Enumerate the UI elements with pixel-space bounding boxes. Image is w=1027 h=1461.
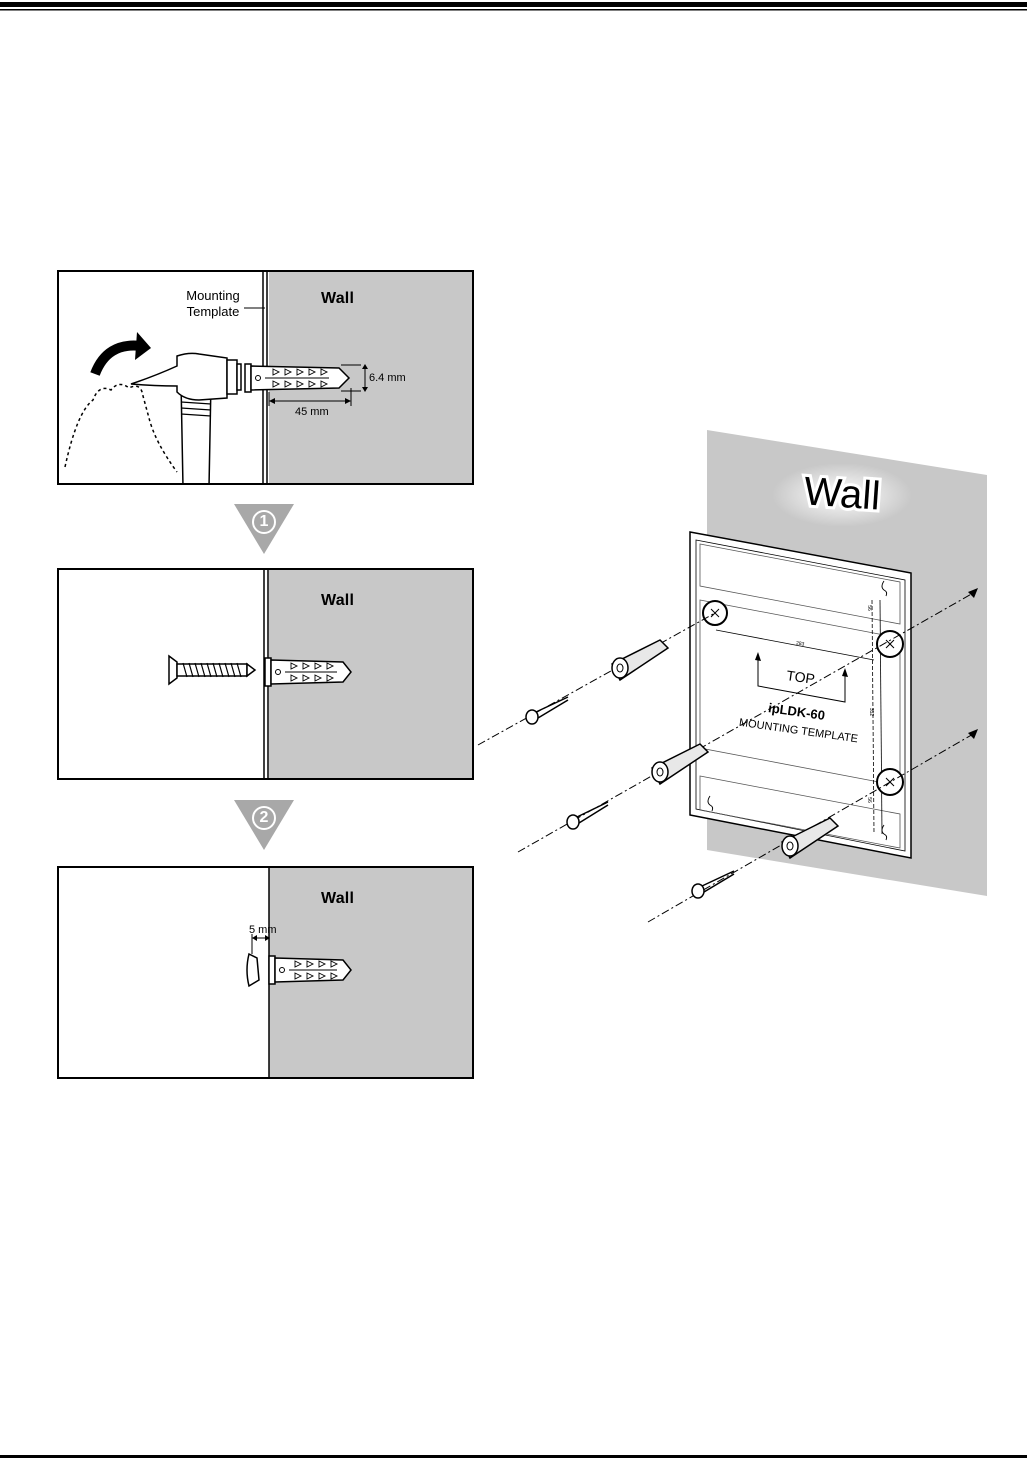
header-rule — [0, 0, 1027, 14]
dim-56-bottom: 56 — [866, 797, 872, 803]
dim-56-top: 56 — [866, 605, 872, 611]
wall-label: Wall — [321, 592, 354, 610]
step-number-2: 2 — [234, 809, 294, 827]
step-marker-2: 2 — [234, 800, 294, 852]
step-marker-1: 1 — [234, 504, 294, 556]
panel-hammer-anchor: Wall Mounting Template 6.4 mm 45 mm — [57, 270, 474, 485]
mounting-template-callout: Mounting Template — [171, 288, 255, 320]
dimension-gap: 5 mm — [249, 924, 277, 936]
template-name: MOUNTING TEMPLATE — [738, 717, 859, 746]
mounting-template-sheet — [690, 532, 911, 858]
dimension-diameter: 6.4 mm — [369, 372, 406, 384]
footer-rule — [0, 1455, 1027, 1461]
template-model: ipLDK-60 — [767, 700, 826, 723]
dim-332: 332 — [868, 708, 874, 717]
wall-plane — [707, 430, 987, 896]
step-number-1: 1 — [234, 513, 294, 531]
wall-title: Wall — [802, 469, 881, 518]
template-top-label: TOP — [785, 667, 815, 687]
dimension-length: 45 mm — [295, 406, 329, 418]
hammer-illustration — [59, 272, 474, 485]
screw-gap-illustration — [59, 868, 474, 1079]
panel-insert-screw: Wall — [57, 568, 474, 780]
dim-283: 283 — [796, 640, 805, 647]
wall-label: Wall — [321, 890, 354, 908]
wall-label: Wall — [321, 290, 354, 308]
panel-screw-gap: Wall 5 mm — [57, 866, 474, 1079]
screw-illustration — [59, 570, 474, 780]
